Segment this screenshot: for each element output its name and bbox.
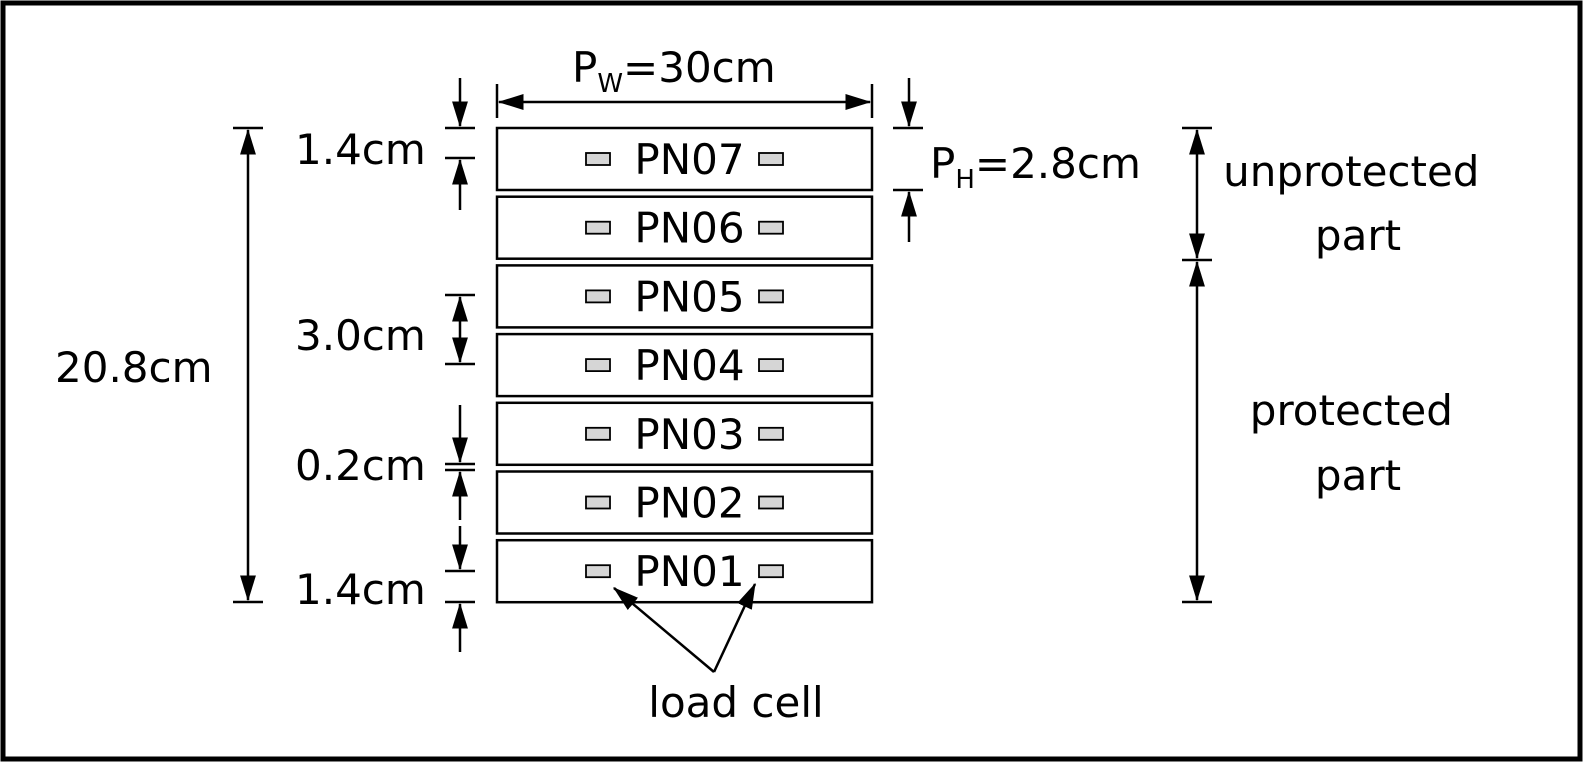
- panel: PN04: [495, 332, 874, 398]
- width-label-sub: W: [597, 69, 623, 99]
- panel-height-dimension: PH=2.8cm: [893, 78, 1141, 242]
- panel: PN02: [495, 470, 874, 535]
- width-dimension: PW=30cm: [495, 43, 874, 118]
- load-cell-label: load cell: [648, 678, 823, 727]
- region-dimensions: unprotected part protected part: [1182, 126, 1493, 604]
- load-cell: [758, 358, 784, 373]
- load-cell: [758, 495, 784, 510]
- top-gap-label: 1.4cm: [295, 125, 426, 174]
- load-cell: [758, 152, 784, 166]
- panel-label: PN03: [634, 410, 744, 459]
- panel: PN01: [495, 538, 874, 604]
- panel-spacing-label: 3.0cm: [295, 311, 426, 360]
- bottom-gap-label: 1.4cm: [295, 565, 426, 614]
- panel-height-label-main: P: [930, 139, 955, 188]
- gap-label: 0.2cm: [295, 441, 426, 490]
- bottom-gap-dimension: 1.4cm: [295, 526, 475, 652]
- unprotected-label-line2: part: [1315, 211, 1401, 260]
- panel-plate: [495, 470, 874, 535]
- panel: PN03: [495, 401, 874, 467]
- panel-plate: [495, 195, 874, 260]
- panel-height-label-sub: H: [955, 165, 975, 195]
- panel-spacing-dimension: 3.0cm: [295, 293, 475, 366]
- load-cell: [758, 220, 784, 235]
- gap-dimension: 0.2cm: [295, 405, 475, 520]
- panel: PN06: [495, 195, 874, 260]
- load-cell: [585, 289, 611, 304]
- panel-height-label-value: =2.8cm: [975, 139, 1141, 188]
- load-cell: [585, 495, 611, 510]
- panel-plate: [495, 401, 874, 467]
- load-cell: [585, 564, 611, 579]
- top-gap-dimension: 1.4cm: [295, 78, 475, 210]
- unprotected-label-line1: unprotected: [1223, 147, 1479, 196]
- panel-label: PN04: [634, 341, 744, 390]
- load-cell: [585, 426, 611, 441]
- load-cell: [758, 426, 784, 441]
- width-label: PW=30cm: [572, 43, 776, 99]
- width-label-main: P: [572, 43, 597, 92]
- load-cell-callout: load cell: [613, 582, 824, 727]
- panel-plate: [495, 126, 874, 192]
- width-label-value: =30cm: [623, 43, 776, 92]
- total-height-dimension: 20.8cm: [55, 126, 263, 604]
- load-cell: [585, 152, 611, 166]
- protected-label: protected part: [1250, 386, 1466, 500]
- load-cell: [585, 220, 611, 235]
- panel-plate: [495, 332, 874, 398]
- load-cell: [585, 358, 611, 373]
- panel-label: PN02: [634, 479, 744, 528]
- load-cell: [758, 289, 784, 304]
- panel-plate: [495, 538, 874, 604]
- protected-label-line1: protected: [1250, 386, 1453, 435]
- panel-label: PN05: [634, 272, 744, 321]
- panel-plate: [495, 264, 874, 329]
- total-height-label: 20.8cm: [55, 343, 213, 392]
- panel: PN07: [495, 126, 874, 192]
- protected-label-line2: part: [1315, 451, 1401, 500]
- panel-height-label: PH=2.8cm: [930, 139, 1141, 195]
- load-cell: [758, 564, 784, 579]
- panel-label: PN06: [634, 204, 744, 253]
- panel-label: PN01: [634, 547, 744, 596]
- panel-label: PN07: [634, 135, 744, 184]
- unprotected-label: unprotected part: [1223, 147, 1493, 260]
- panel: PN05: [495, 264, 874, 329]
